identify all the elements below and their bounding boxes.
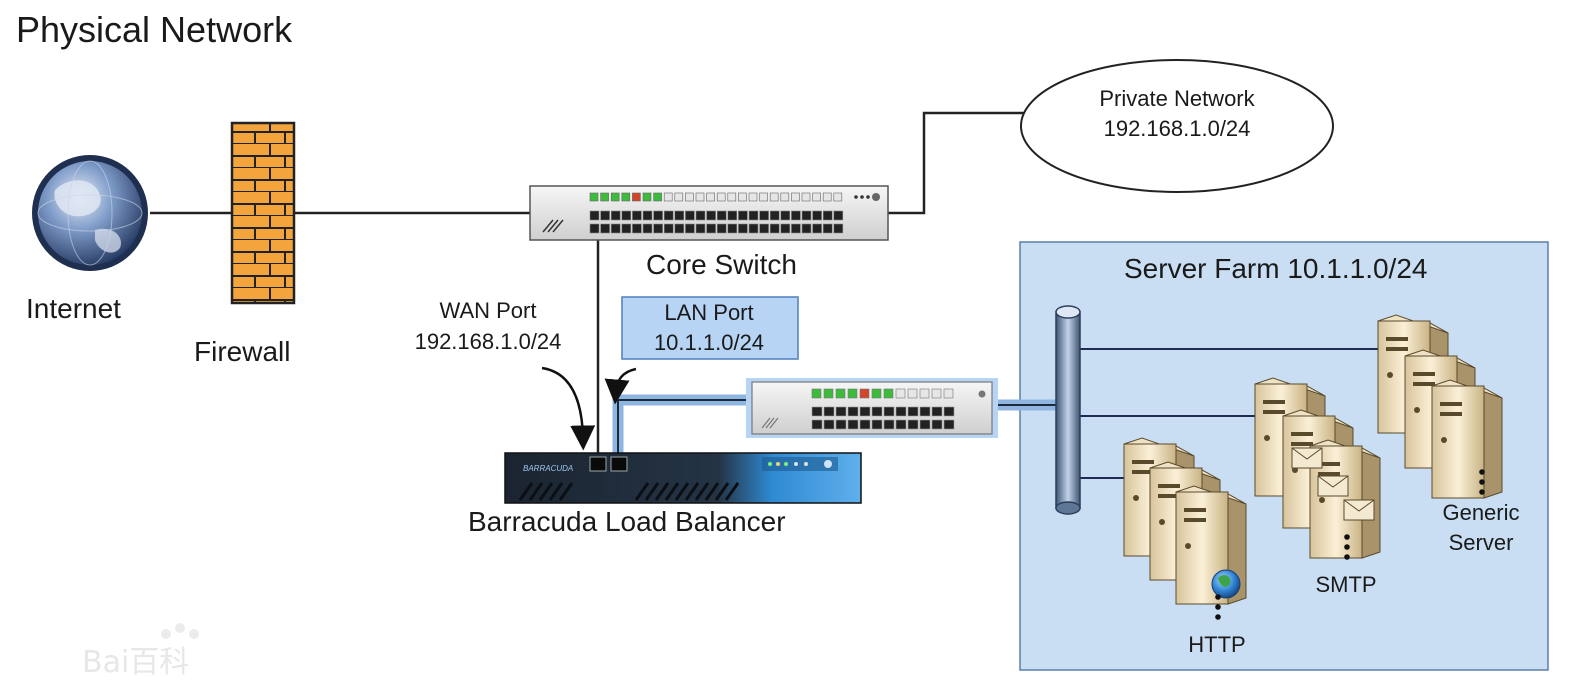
server-farm-label: Server Farm 10.1.1.0/24: [1124, 253, 1427, 284]
lan-port-box: [621, 296, 799, 360]
wan-port-label: WAN Port: [440, 298, 537, 323]
private-network-cloud: [1020, 59, 1334, 193]
lan-port-jack: [610, 456, 628, 472]
server-tower-icon: [1431, 379, 1503, 499]
firewall-label: Firewall: [194, 336, 290, 367]
server-bus-links: [1080, 348, 1378, 479]
private-network-name: Private Network: [1099, 86, 1255, 111]
lan-port-label: LAN Port: [664, 300, 753, 325]
internet-node: [32, 155, 148, 271]
internet-label: Internet: [26, 293, 121, 324]
brick-wall-icon: [230, 121, 296, 305]
core-switch-node: [529, 185, 889, 241]
baidu-watermark: Bai百科: [82, 623, 199, 680]
mail-envelope-icon: [1317, 475, 1349, 497]
wan-port-jack: [589, 456, 607, 472]
link-switch-private-network: [888, 111, 1024, 215]
barracuda-logo: BARRACUDA: [523, 464, 573, 473]
private-network-node: Private Network 192.168.1.0/24: [1020, 59, 1334, 193]
wan-arrow: [541, 366, 596, 451]
firewall-node: [230, 121, 296, 305]
load-balancer-label: Barracuda Load Balancer: [468, 506, 786, 537]
mail-envelope-icon: [1343, 499, 1375, 521]
lan-port-subnet: 10.1.1.0/24: [654, 330, 764, 355]
private-network-subnet: 192.168.1.0/24: [1104, 116, 1251, 141]
diagram-title: Physical Network: [16, 9, 293, 50]
server-stacks: [1123, 314, 1503, 605]
mail-envelope-icon: [1291, 447, 1323, 469]
server-bus-pipe: [1055, 305, 1081, 515]
lan-arrow: [604, 367, 637, 405]
smtp-label: SMTP: [1315, 572, 1376, 597]
server-tower-icon: [1175, 485, 1247, 605]
generic-server-label: Generic: [1442, 500, 1519, 525]
core-switch-label: Core Switch: [646, 249, 797, 280]
wan-port-subnet: 192.168.1.0/24: [415, 329, 562, 354]
connections: [150, 111, 1024, 455]
more-servers-dots: [1215, 469, 1485, 620]
load-balancer-node: BARRACUDA: [504, 452, 862, 504]
http-label: HTTP: [1188, 632, 1245, 657]
server-switch-node: [746, 378, 998, 438]
generic-server-label-2: Server: [1449, 530, 1514, 555]
watermark-text: Bai百科: [82, 645, 189, 680]
